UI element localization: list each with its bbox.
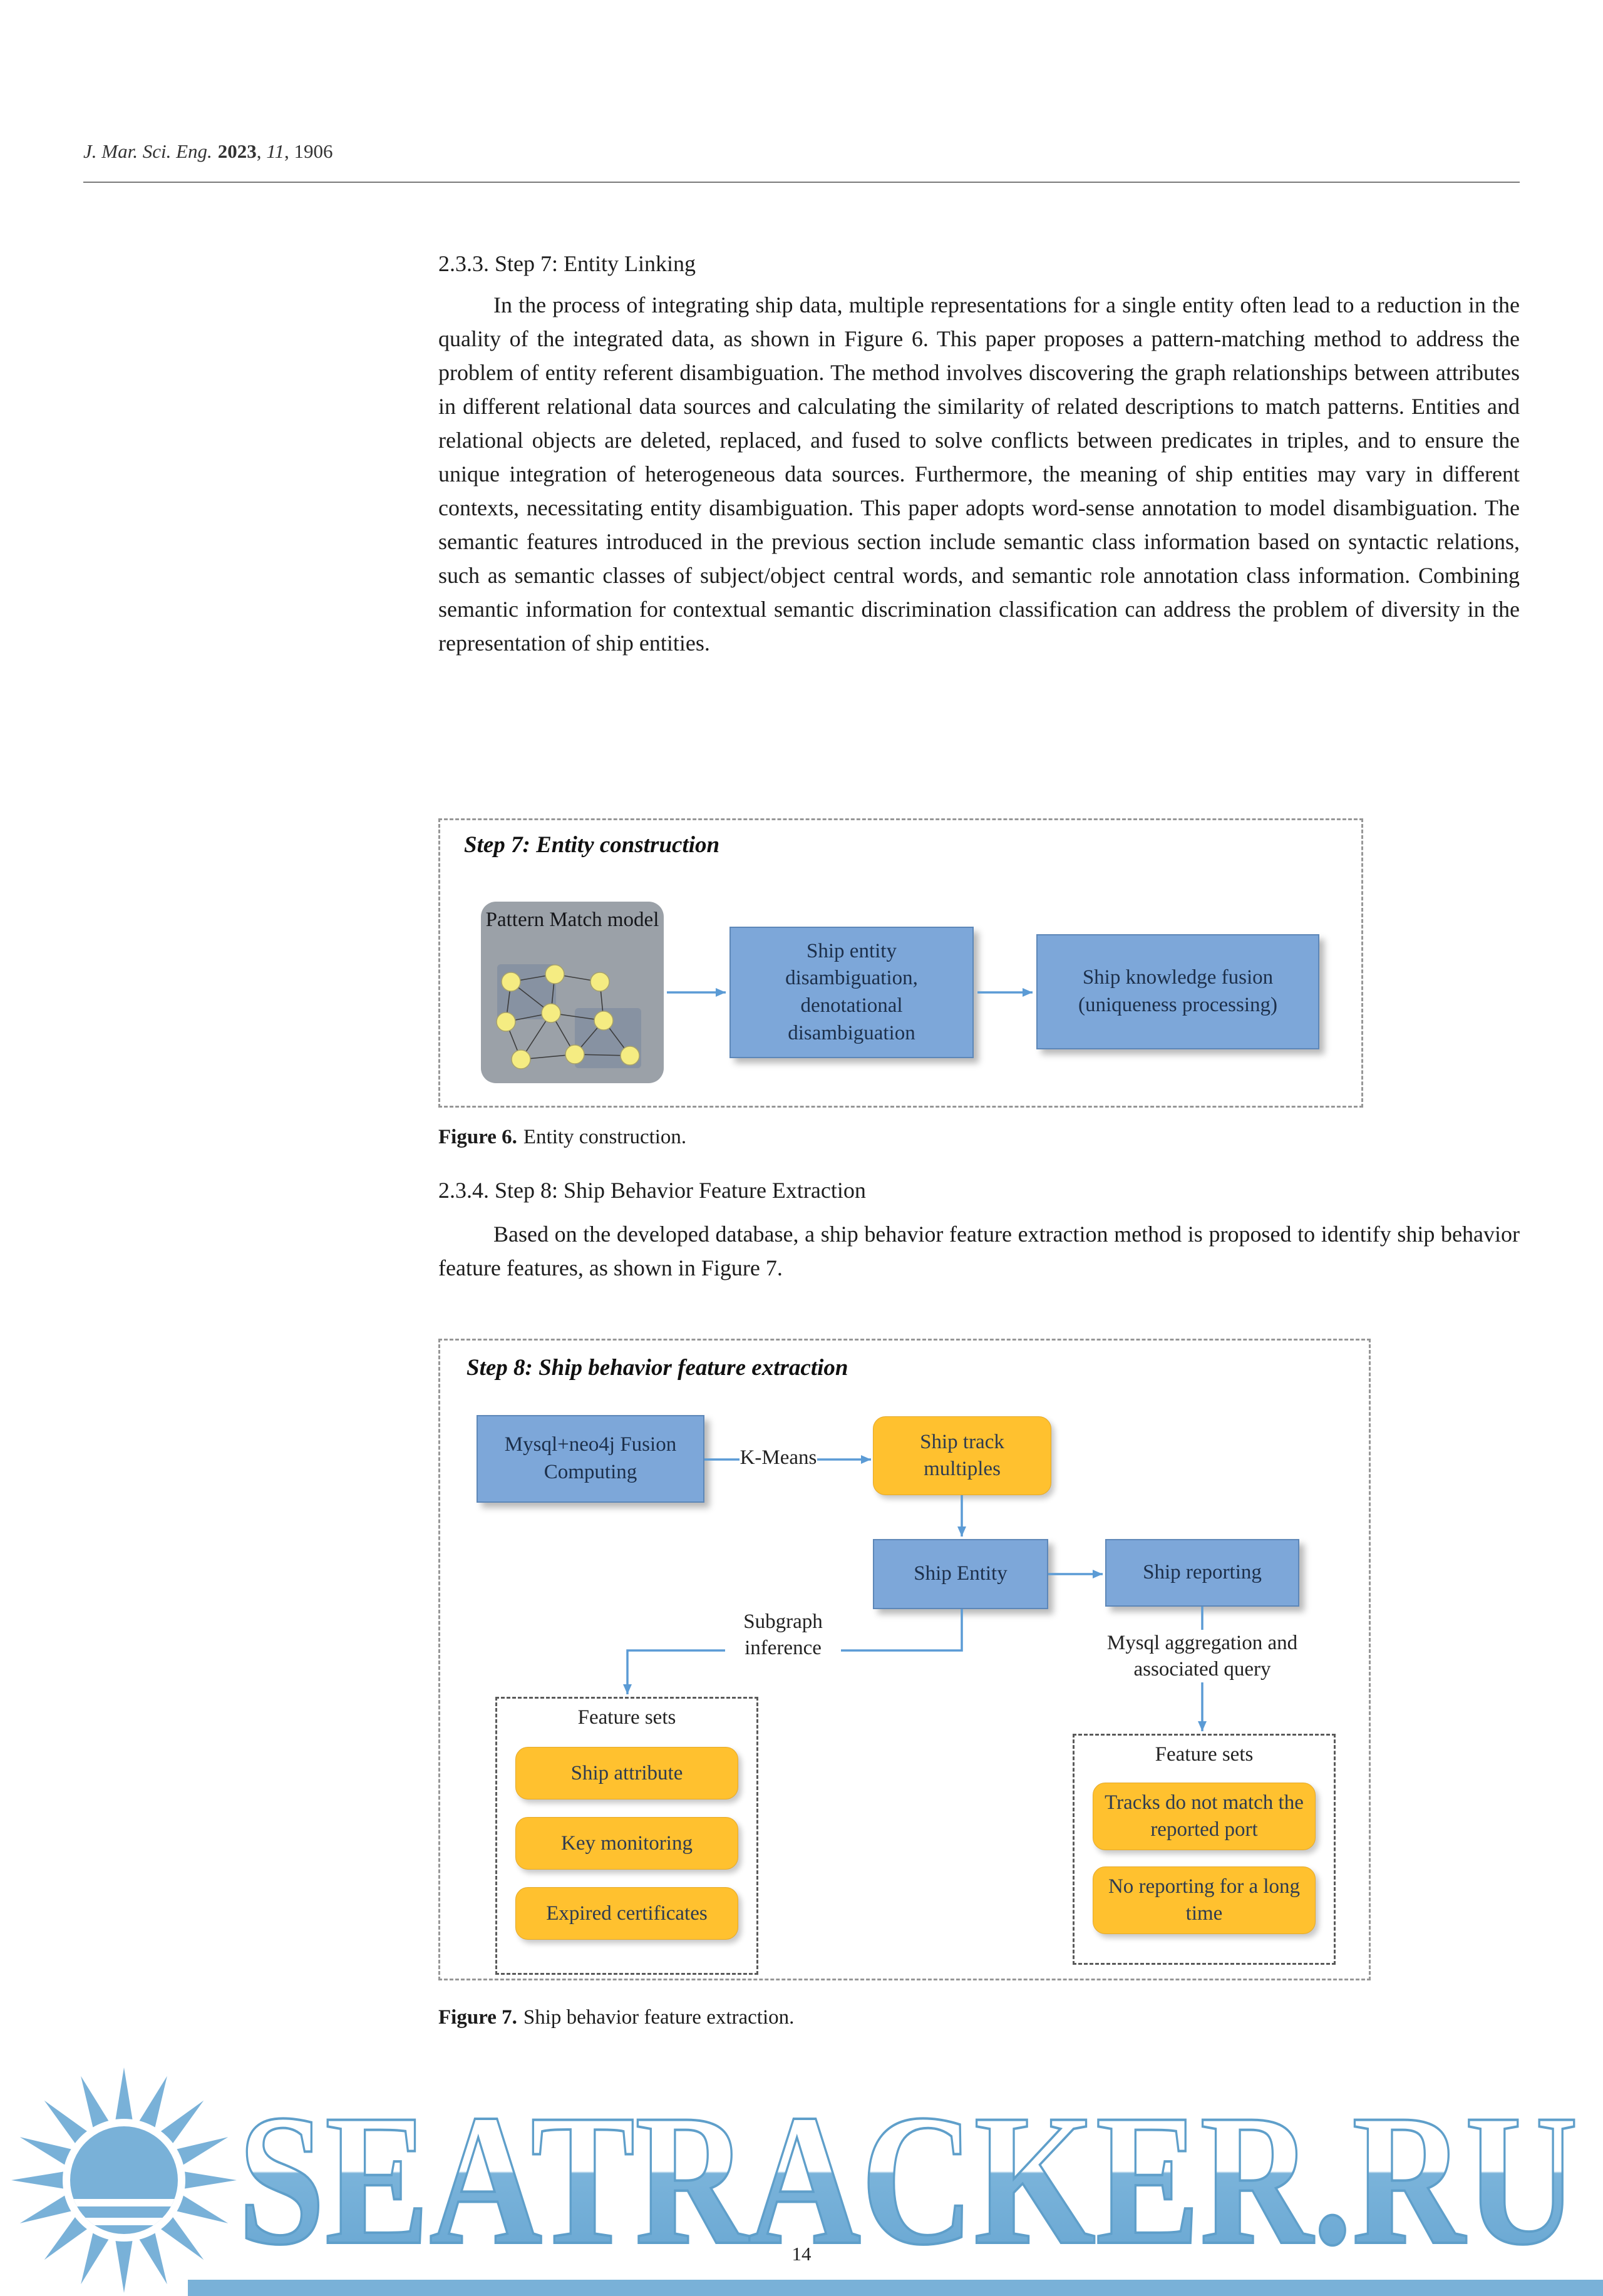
mysql-aggregation-label: Mysql aggregation and associated query: [1091, 1630, 1313, 1683]
figure-6-diagram: Step 7: Entity construction Pattern Matc…: [438, 818, 1363, 1108]
feature-item: No reporting for a long time: [1093, 1866, 1316, 1934]
header-sep: ,: [284, 140, 294, 162]
figure-7-diagram: Step 8: Ship behavior feature extraction…: [438, 1339, 1371, 1980]
header-sep: ,: [256, 140, 267, 162]
seatracker-watermark: SEATRACKER.RU: [11, 2067, 1603, 2296]
section-233-paragraph: In the process of integrating ship data,…: [438, 292, 1520, 656]
figure6-title: Step 7: Entity construction: [464, 832, 720, 858]
figure7-caption: Figure 7. Ship behavior feature extractio…: [438, 2006, 1520, 2029]
subgraph-inference-label: Subgraph inference: [725, 1609, 841, 1662]
figure6-caption: Figure 6. Entity construction.: [438, 1126, 1520, 1149]
watermark-text: SEATRACKER.RU: [238, 2076, 1578, 2283]
page-number: 14: [791, 2243, 812, 2265]
figure6-caption-label: Figure 6.: [438, 1126, 517, 1148]
feature-item: Key monitoring: [515, 1817, 738, 1870]
watermark-bottom-bar: [188, 2280, 1603, 2296]
feature-item: Expired certificates: [515, 1887, 738, 1940]
figure6-caption-text: Entity construction.: [523, 1126, 687, 1148]
ship-reporting-box: Ship reporting: [1105, 1539, 1299, 1607]
kmeans-label: K-Means: [740, 1444, 817, 1471]
feature-set-right-title: Feature sets: [1155, 1743, 1254, 1766]
journal-article-number: 1906: [294, 140, 333, 162]
header-divider: [83, 182, 1520, 183]
feature-set-left: Feature sets Ship attribute Key monitori…: [495, 1697, 758, 1975]
section-234-paragraph: Based on the developed database, a ship …: [438, 1222, 1520, 1280]
pattern-match-model-box: Pattern Match model: [481, 902, 664, 1083]
section-heading-234: 2.3.4. Step 8: Ship Behavior Feature Ext…: [438, 1178, 866, 1203]
journal-header: J. Mar. Sci. Eng.2023, 11, 1906: [83, 140, 332, 163]
ship-entity-disambiguation-box: Ship entity disambiguation, denotational…: [729, 927, 974, 1058]
feature-item: Ship attribute: [515, 1747, 738, 1799]
figure7-title: Step 8: Ship behavior feature extraction: [466, 1355, 848, 1381]
journal-year: 2023: [217, 140, 257, 162]
journal-volume: 11: [266, 140, 284, 162]
sun-logo-icon: [11, 2067, 237, 2293]
feature-item: Tracks do not match the reported port: [1093, 1783, 1316, 1850]
pattern-graph-illustration: [496, 964, 641, 1069]
feature-set-left-title: Feature sets: [577, 1706, 676, 1729]
ship-track-multiples-box: Ship track multiples: [873, 1416, 1051, 1495]
figure7-caption-label: Figure 7.: [438, 2006, 517, 2029]
ship-entity-box: Ship Entity: [873, 1539, 1048, 1609]
mysql-neo4j-fusion-box: Mysql+neo4j Fusion Computing: [477, 1415, 704, 1503]
journal-name: J. Mar. Sci. Eng.: [83, 140, 212, 162]
pattern-match-label: Pattern Match model: [485, 909, 659, 931]
ship-knowledge-fusion-box: Ship knowledge fusion (uniqueness proces…: [1036, 934, 1319, 1049]
section-heading-233: 2.3.3. Step 7: Entity Linking: [438, 251, 696, 276]
figure7-caption-text: Ship behavior feature extraction.: [523, 2006, 795, 2029]
feature-set-right: Feature sets Tracks do not match the rep…: [1073, 1734, 1336, 1965]
